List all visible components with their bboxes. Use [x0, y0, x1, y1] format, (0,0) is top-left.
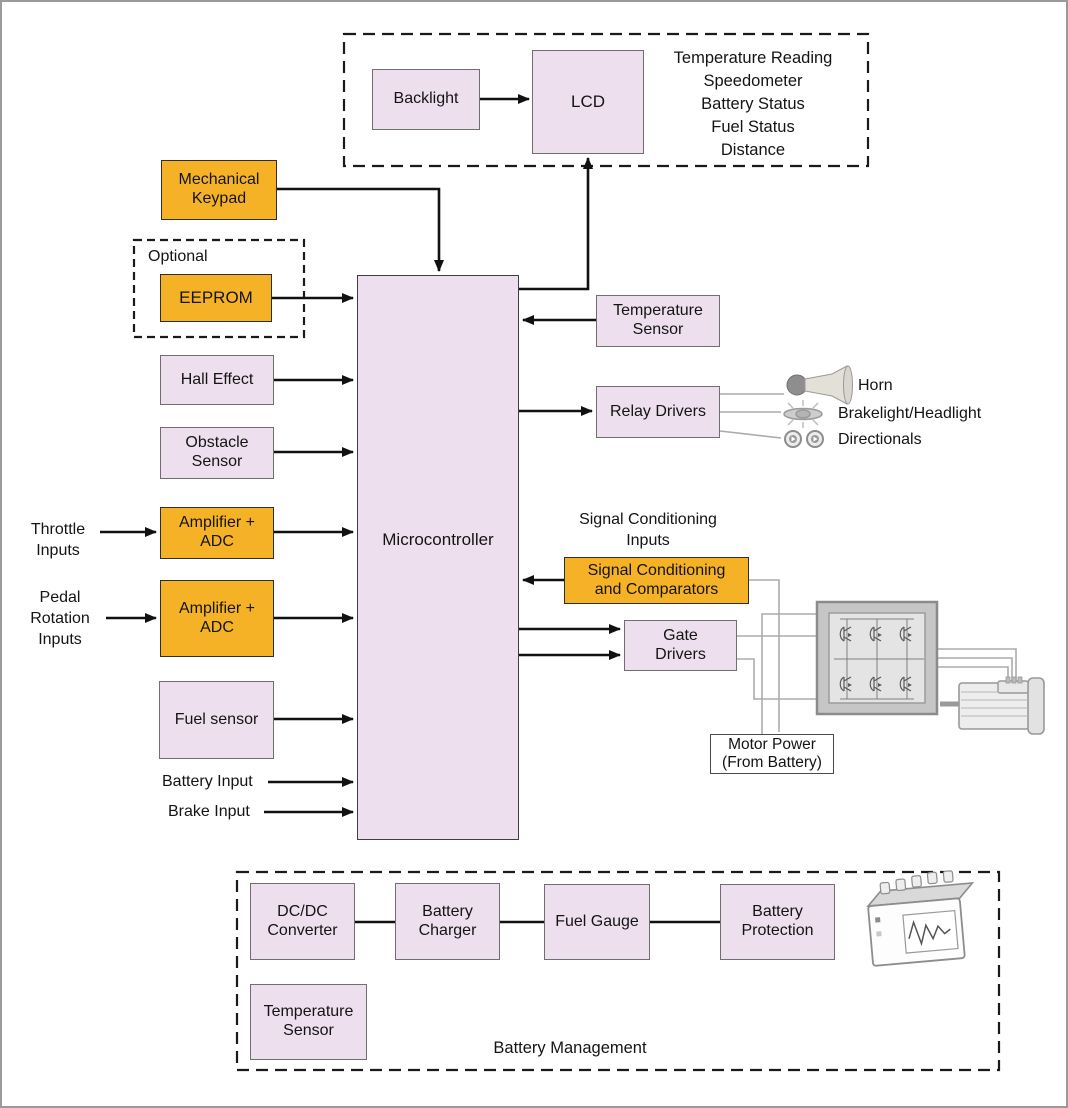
battery-charger-box: Battery Charger	[395, 883, 500, 960]
hall-effect-box: Hall Effect	[160, 355, 274, 405]
motor-power-line: (From Battery)	[722, 754, 822, 771]
microcontroller-box: Microcontroller	[357, 275, 519, 840]
inverter-bridge-icon	[815, 600, 939, 716]
readout-line: Distance	[720, 141, 786, 159]
battery-protection-box: Battery Protection	[720, 884, 835, 960]
obstacle-sensor-box: Obstacle Sensor	[160, 427, 274, 479]
brake-input-label: Brake Input	[168, 803, 250, 820]
fuel-sensor-box: Fuel sensor	[159, 681, 274, 759]
relay-drivers-box: Relay Drivers	[596, 386, 720, 438]
display-unit-outline	[342, 32, 870, 168]
signal-conditioning-inputs-label: Signal Conditioning Inputs	[579, 511, 717, 550]
optional-label: Optional	[148, 248, 208, 265]
brakelight-headlight-label: Brakelight/Headlight	[838, 405, 982, 422]
readout-line: Fuel Status	[711, 118, 795, 136]
horn-label: Horn	[858, 377, 893, 394]
battery-input-label: Battery Input	[162, 773, 253, 790]
pedal-rotation-inputs-label: Pedal Rotation Inputs	[30, 589, 90, 649]
dashed-outlines	[132, 32, 1001, 1072]
gate-drivers-line: Drivers	[655, 645, 706, 663]
horn-icon	[786, 365, 853, 405]
temperature-sensor-box: Temperature Sensor	[596, 295, 720, 347]
eeprom-box: EEPROM	[160, 274, 272, 322]
gate-drivers-box: Gate Drivers	[624, 620, 737, 671]
battery-management-label: Battery Management	[493, 1039, 647, 1057]
motor-power-line: Motor Power	[728, 735, 816, 753]
directionals-label: Directionals	[838, 431, 922, 448]
motor-icon	[940, 676, 1045, 735]
gate-drivers-line: Gate	[663, 626, 698, 644]
black-arrows	[100, 94, 621, 817]
signal-conditioning-line: and Comparators	[594, 580, 719, 598]
motor-power-box: Motor Power (From Battery)	[710, 734, 834, 774]
dc-dc-converter-box: DC/DC Converter	[250, 883, 355, 960]
optional-outline	[132, 238, 306, 339]
readout-line: Speedometer	[703, 72, 803, 90]
fuel-gauge-box: Fuel Gauge	[544, 884, 650, 960]
directionals-icon	[784, 430, 824, 448]
amplifier-adc-pedal-box: Amplifier + ADC	[160, 580, 274, 657]
lcd-box: LCD	[532, 50, 644, 154]
battery-management-outline	[235, 870, 1001, 1072]
throttle-inputs-label: Throttle Inputs	[30, 521, 86, 560]
brakelight-headlight-icon	[783, 400, 823, 428]
signal-conditioning-comparators-box: Signal Conditioning and Comparators	[564, 557, 749, 604]
mechanical-keypad-box: Mechanical Keypad	[161, 160, 277, 220]
battery-temperature-sensor-box: Temperature Sensor	[250, 984, 367, 1060]
signal-conditioning-line: Signal Conditioning	[587, 561, 726, 579]
amplifier-adc-throttle-box: Amplifier + ADC	[160, 507, 274, 559]
readout-line: Battery Status	[701, 95, 805, 113]
readout-line: Temperature Reading	[673, 49, 833, 67]
battery-icon	[866, 870, 975, 967]
backlight-box: Backlight	[372, 69, 480, 130]
lcd-readouts: Temperature Reading Speedometer Battery …	[647, 47, 859, 162]
